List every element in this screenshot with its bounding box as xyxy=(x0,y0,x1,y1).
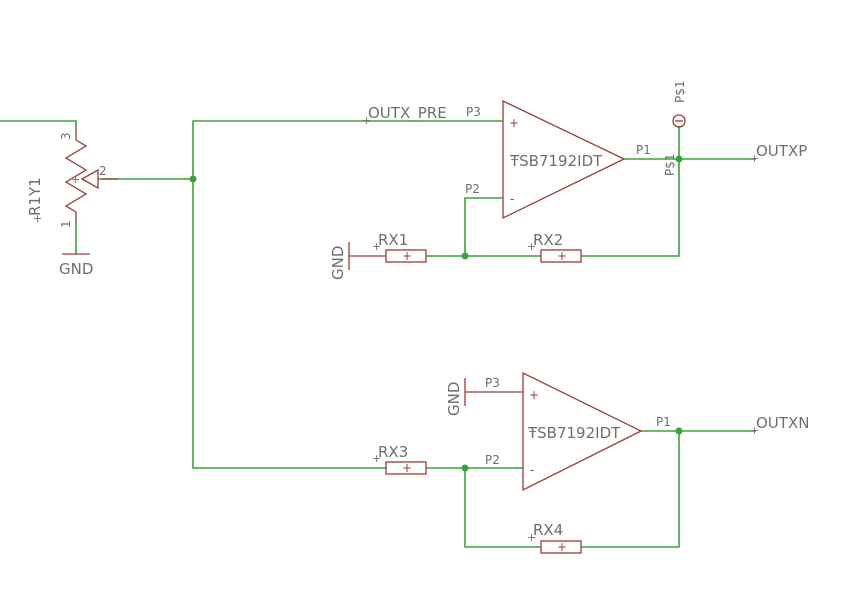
potentiometer-r1y1[interactable]: 3 2 1 R1Y1 + + xyxy=(26,126,118,228)
net-label-outx-pre-mark: + xyxy=(362,114,371,127)
ground-label: GND xyxy=(59,260,93,278)
opamp-2-pin-p3: P3 xyxy=(485,376,500,390)
junction-dot xyxy=(461,252,469,260)
opamp-1-pin-p1: P1 xyxy=(636,143,651,157)
ground-label: GND xyxy=(329,246,347,280)
junctions xyxy=(189,155,683,472)
net-label-outxp[interactable]: OUTXP xyxy=(756,142,807,160)
resistor-rx2[interactable]: + RX2 + xyxy=(527,231,582,263)
ground-symbol-rx1: GND xyxy=(329,242,350,280)
opamp-1-plus: + xyxy=(509,116,519,130)
rx4-name: RX4 xyxy=(533,521,563,539)
ground-symbol-pot: GND xyxy=(59,253,93,278)
junction-dot xyxy=(189,175,197,183)
resistor-rx4[interactable]: + RX4 + xyxy=(527,521,582,554)
pot-resistor-zigzag xyxy=(64,139,88,213)
testpoint-circle xyxy=(672,114,686,128)
rx3-body xyxy=(385,461,427,475)
wire-input-to-pot[interactable] xyxy=(0,120,77,126)
pot-pin-1: 1 xyxy=(59,220,73,228)
resistor-rx3[interactable]: + RX3 + xyxy=(372,443,427,475)
opamp-2-origin-mark: + xyxy=(528,425,537,438)
pot-pin-2: 2 xyxy=(99,164,107,178)
net-label-outxp-mark: + xyxy=(750,152,759,165)
testpoint-name: P$1 xyxy=(673,80,687,103)
ground-label: GND xyxy=(445,382,463,416)
net-label-outx-pre[interactable]: OUTX_PRE xyxy=(368,104,447,123)
opamp-2-name: TSB7192IDT xyxy=(527,424,621,442)
net-labels: OUTX_PRE + OUTXP + OUTXN + xyxy=(362,104,809,437)
wire-branch-down[interactable] xyxy=(192,179,386,469)
rx1-name: RX1 xyxy=(378,231,408,249)
rx4-origin-mark: + xyxy=(527,531,536,544)
rx2-mark: + xyxy=(557,249,567,263)
testpoint-p1[interactable]: P$1 P$1 xyxy=(663,80,687,176)
wire-op1-inv[interactable] xyxy=(464,197,503,256)
net-label-outxn[interactable]: OUTXN xyxy=(756,414,809,432)
opamp-1-triangle xyxy=(502,99,626,220)
pot-wiper-arrow xyxy=(80,168,99,190)
pot-center-mark: + xyxy=(71,173,80,186)
rx2-body xyxy=(540,249,582,263)
opamp-1-minus: - xyxy=(510,192,514,206)
opamp-2-triangle xyxy=(522,371,643,492)
rx2-name: RX2 xyxy=(533,231,563,249)
rx2-origin-mark: + xyxy=(527,240,536,253)
rx1-mark: + xyxy=(402,249,412,263)
resistor-rx1[interactable]: + RX1 + xyxy=(349,231,427,263)
opamp-1[interactable]: + - TSB7192IDT P3 P2 P1 + xyxy=(465,99,651,220)
wire-outx-pre[interactable] xyxy=(192,120,503,179)
opamp-1-name: TSB7192IDT xyxy=(509,152,603,170)
junction-dot xyxy=(675,427,683,435)
rx1-origin-mark: + xyxy=(372,240,381,253)
junction-dot xyxy=(675,155,683,163)
rx4-body xyxy=(540,540,582,554)
ground-symbol-opamp2: GND xyxy=(445,378,466,416)
junction-dot xyxy=(461,464,469,472)
rx3-origin-mark: + xyxy=(372,452,381,465)
opamp-2-plus: + xyxy=(529,388,539,402)
opamp-1-pin-p2: P2 xyxy=(465,182,480,196)
opamp-2[interactable]: + - TSB7192IDT P3 P2 P1 + xyxy=(465,371,671,492)
opamp-1-origin-mark: + xyxy=(510,153,519,166)
opamp-2-pin-p1: P1 xyxy=(656,415,671,429)
testpoint-pin: P$1 xyxy=(663,153,677,176)
opamp-1-pin-p3: P3 xyxy=(466,105,481,119)
wire-rx2-feedback[interactable] xyxy=(581,159,680,257)
wire-op2-fb-right[interactable] xyxy=(581,431,680,548)
wires xyxy=(0,120,756,548)
net-label-outxn-mark: + xyxy=(750,424,759,437)
rx3-mark: + xyxy=(402,461,412,475)
wire-op2-fb-left[interactable] xyxy=(464,468,541,548)
pot-origin-mark: + xyxy=(33,212,42,225)
pot-pin-3: 3 xyxy=(59,132,73,140)
opamp-2-minus: - xyxy=(530,463,534,477)
opamp-2-pin-p2: P2 xyxy=(485,453,500,467)
pot-name: R1Y1 xyxy=(26,177,44,216)
rx3-name: RX3 xyxy=(378,443,408,461)
rx1-body xyxy=(385,249,427,263)
rx4-mark: + xyxy=(557,540,567,554)
